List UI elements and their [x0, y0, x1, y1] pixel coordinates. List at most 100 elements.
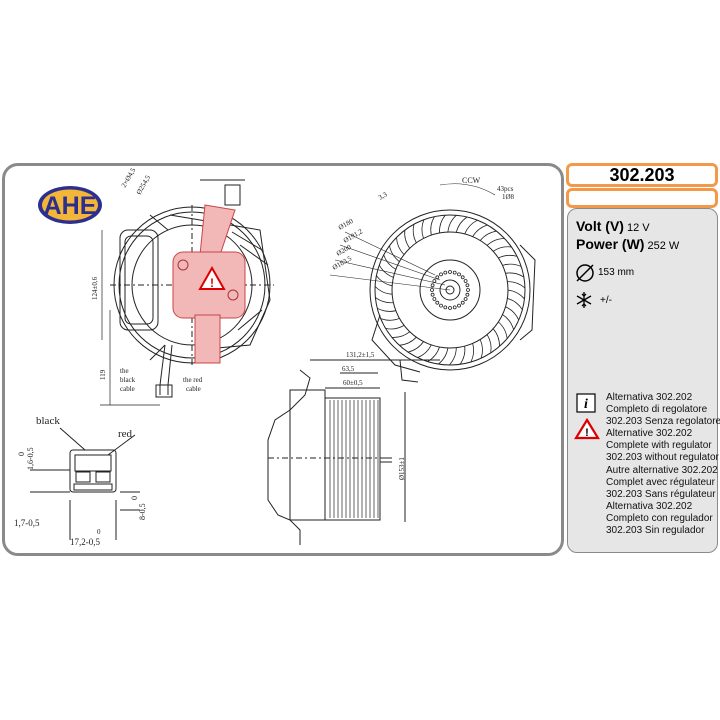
fan-blade — [374, 286, 393, 295]
power-spec: Power (W)252 W — [576, 236, 679, 252]
dim-124-label: 124±0,6 — [91, 276, 99, 300]
fan-blade — [472, 224, 488, 237]
cables — [155, 344, 173, 398]
fan-blade — [505, 306, 520, 321]
side-view-fins — [329, 400, 379, 518]
hub-rib — [466, 288, 470, 292]
ahe-logo: AHE — [38, 186, 102, 224]
fan-blade — [439, 214, 446, 234]
red-cable-label-2: cable — [186, 385, 201, 393]
alt-line: Complet avec régulateur — [606, 476, 715, 488]
hub-rib — [457, 303, 461, 308]
fan-blade — [479, 230, 497, 241]
connector-detail — [30, 427, 140, 540]
hub-rib — [430, 292, 435, 297]
alt-line: Alternativa 302.202 — [606, 500, 693, 512]
fan-blade — [447, 215, 457, 233]
pcs2-label: 1Ø8 — [502, 193, 515, 201]
side-view — [267, 359, 440, 545]
dia-254-label: Ø254,5 — [135, 174, 153, 196]
dim-17-label: 1,7-0,5 — [14, 518, 40, 528]
diameter-value: 153 mm — [598, 267, 635, 278]
fan-blade — [498, 254, 518, 259]
fan-blade — [383, 254, 396, 270]
product-code-subbox — [566, 188, 718, 208]
fan-top-view — [369, 209, 536, 383]
volt-value: 12 V — [626, 222, 650, 234]
fan-blade — [448, 347, 457, 366]
dim-3-label: 3,3 — [377, 190, 389, 202]
hub-rib — [452, 270, 457, 275]
logo-text: AHE — [44, 192, 97, 220]
snowflake-icon — [576, 292, 592, 308]
fan-blade — [455, 216, 468, 233]
fan-blade — [376, 275, 393, 287]
fan-blades — [374, 214, 526, 366]
dim-60-label: 60±0,5 — [343, 379, 363, 387]
dim-16-label: 1,6-0,5 — [26, 447, 35, 470]
hub-rib — [432, 297, 437, 301]
black-label: black — [36, 415, 60, 427]
fan-blade — [378, 264, 394, 278]
hub-rib — [463, 279, 468, 283]
alt-line: Alternative 302.202 — [606, 428, 693, 440]
product-code-box: 302.203 — [566, 163, 718, 187]
fan-blade — [396, 237, 405, 255]
alt-line: 302.203 Sin regulador — [606, 525, 705, 537]
zero-label-2: 0 — [130, 496, 139, 500]
hub-rib — [452, 305, 457, 310]
fan-blade — [399, 336, 417, 346]
fan-blade — [502, 314, 514, 330]
dim-172-label: 17,2-0,5 — [70, 537, 100, 547]
fan-blade — [492, 246, 512, 252]
fan-blade — [470, 343, 475, 363]
warning-label-icon — [198, 265, 226, 290]
power-label: Power (W) — [576, 236, 645, 252]
fan-blade — [505, 272, 525, 278]
hub-rib — [465, 283, 470, 288]
fan-blade — [459, 346, 466, 365]
black-cable-label-1: the — [120, 367, 129, 375]
zero-label-3: 0 — [97, 528, 101, 536]
fan-blade — [427, 346, 440, 362]
hub-rib — [460, 275, 465, 280]
red-cable-label-1: the red — [183, 376, 203, 384]
hub-rib — [465, 292, 470, 297]
ccw-label: CCW — [462, 176, 481, 185]
dim-8-label: 8-0,5 — [138, 503, 147, 520]
fan-blade — [380, 318, 400, 321]
dia-200-label: Ø200 — [335, 243, 353, 258]
alt-line: 302.203 Sans régulateur — [606, 488, 716, 500]
hub-rib — [460, 300, 465, 305]
fan-blade — [377, 307, 396, 312]
svg-text:i: i — [584, 397, 588, 412]
black-cable-label-2: black — [120, 376, 136, 384]
info-icon: i — [576, 393, 596, 413]
hub-rib — [443, 270, 448, 275]
alternatives-list: Alternativa 302.202 Completo di regolato… — [606, 392, 720, 537]
pcs-label: 43pcs — [497, 185, 514, 193]
fan-blade — [430, 216, 435, 236]
hub-rib — [435, 275, 440, 280]
volt-label: Volt (V) — [576, 218, 624, 234]
warning-triangle-icon: ! — [574, 418, 600, 440]
alt-line: Alternativa 302.202 — [606, 392, 693, 403]
dim-131-label: 131,2±1,5 — [346, 351, 375, 359]
dia-180-label: Ø180 — [337, 217, 355, 232]
volt-spec: Volt (V)12 V — [576, 218, 650, 234]
fan-blade — [486, 334, 492, 354]
hub-rib — [448, 306, 452, 310]
dia-183-label: Ø183,5 — [331, 254, 353, 272]
fan-blade — [502, 263, 522, 267]
dim-63-label: 63,5 — [342, 365, 355, 373]
bolt-spec-label: 2×Ø4,5 — [120, 166, 138, 189]
fan-blade — [421, 219, 425, 239]
fan-blade — [507, 281, 526, 289]
fan-blade — [438, 347, 449, 365]
dim-153-label: Ø153±1 — [398, 457, 406, 480]
black-cable-label-3: cable — [120, 385, 135, 393]
fan-blade — [404, 230, 411, 249]
fan-blade — [417, 344, 432, 358]
diameter-icon — [576, 264, 594, 282]
fan-blade — [412, 224, 417, 243]
